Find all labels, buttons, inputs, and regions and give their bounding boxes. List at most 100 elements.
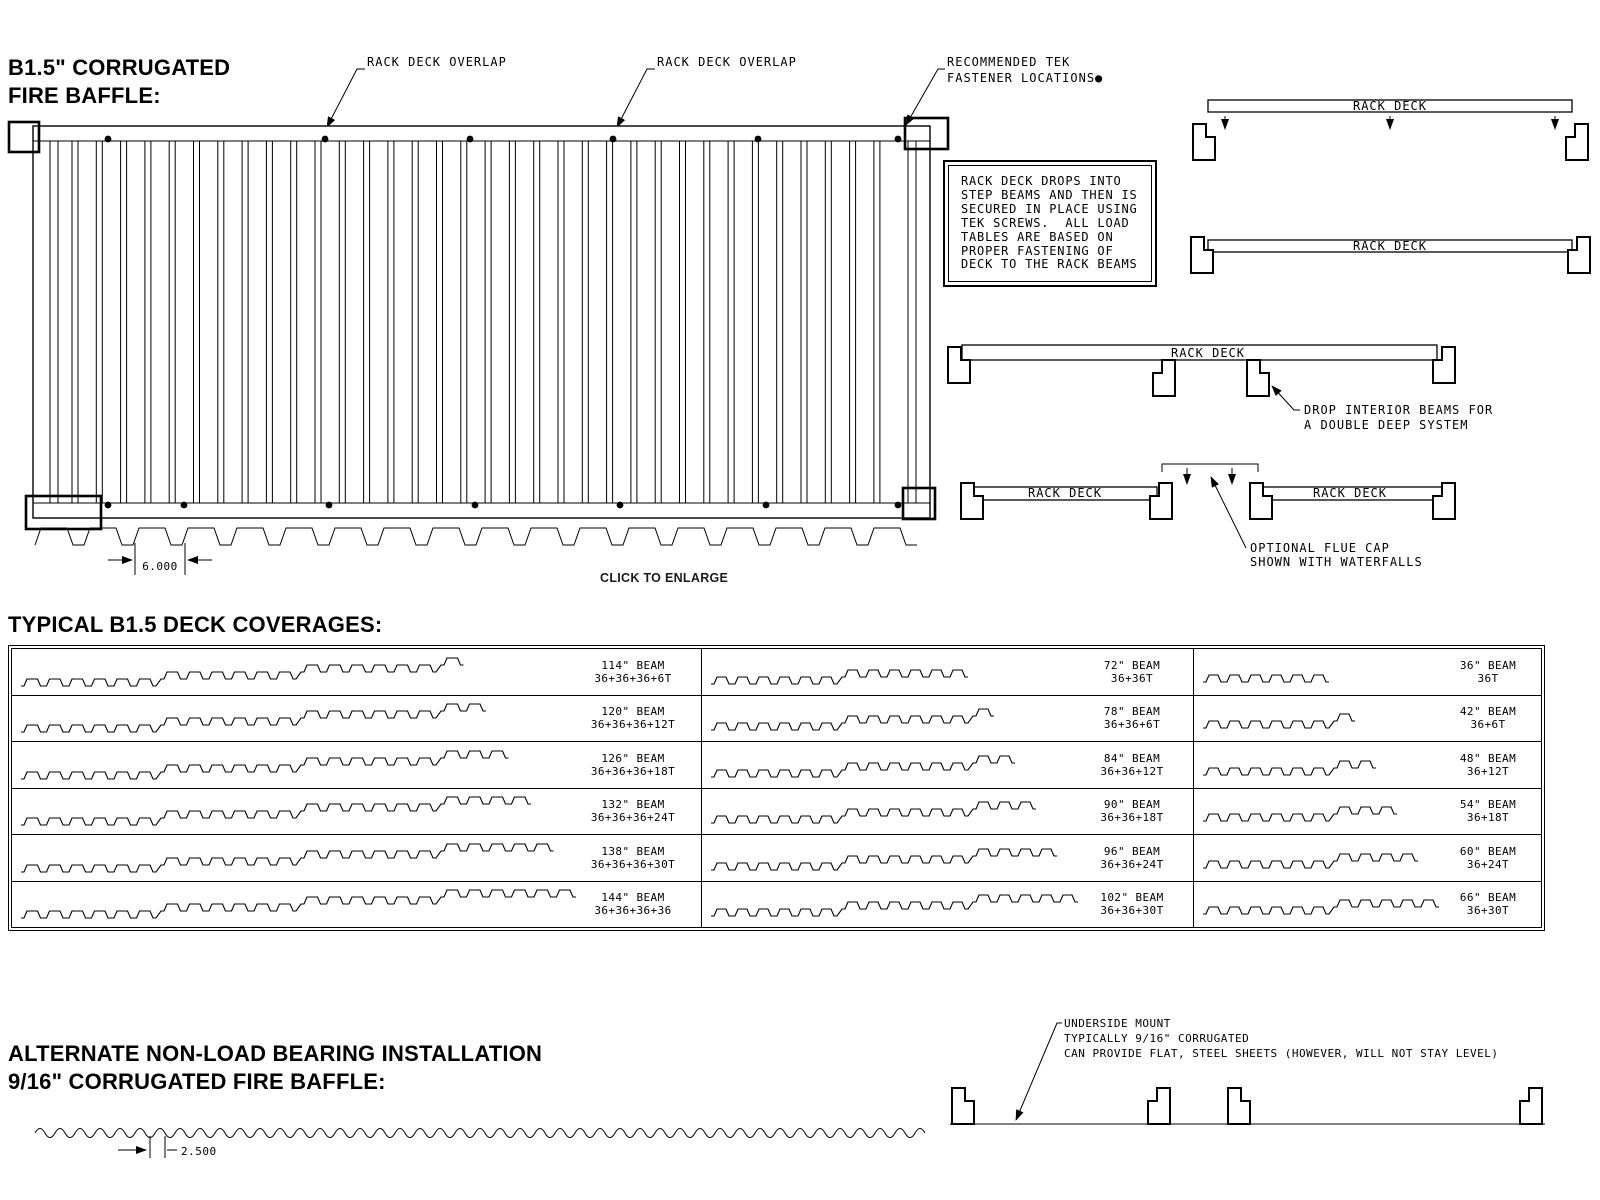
tek-fastener-dot [471,501,479,509]
beam-size: 42" BEAM [1459,705,1517,719]
step-beam [1432,346,1456,384]
deck-panel-outline [32,125,931,519]
deck-overlap-ribs [49,141,917,503]
rack-deck-label-5: RACK DECK [1313,486,1387,500]
rack-deck-label-1: RACK DECK [1353,99,1427,113]
leader-overlap-2 [616,68,655,128]
flue-note-line2: SHOWN WITH WATERFALLS [1250,555,1423,569]
deck-coverage-profile [21,749,509,780]
alternate-install-title-line2: 9/16" CORRUGATED FIRE BAFFLE: [8,1069,386,1094]
coverage-formula: 36+36T [1110,671,1154,685]
deck-coverage-profile [21,656,464,687]
underside-note-line2: TYPICALLY 9/16" CORRUGATED [1064,1032,1249,1045]
tek-fastener-dot [609,135,617,143]
coverage-formula: 36+36+12T [1100,764,1164,778]
tek-fastener-dot [104,135,112,143]
drop-beams-note-line2: A DOUBLE DEEP SYSTEM [1304,418,1469,432]
step-beam [951,1087,975,1125]
drop-beams-note-line1: DROP INTERIOR BEAMS FOR [1304,403,1493,417]
underside-note-line1: UNDERSIDE MOUNT [1064,1017,1171,1030]
coverage-formula: 36+18T [1466,811,1510,825]
corner-tab-bottom-left [24,494,103,531]
step-beam [1565,123,1589,161]
deck-coverage-profile [1203,759,1376,776]
rack-deck-label-4: RACK DECK [1028,486,1102,500]
coverage-formula: 36+30T [1466,904,1510,918]
coverage-formula: 36+36+24T [1100,857,1164,871]
coverage-formula: 36T [1477,671,1499,685]
deck-profile-section [34,527,917,546]
click-to-enlarge-link[interactable]: CLICK TO ENLARGE [600,571,729,585]
tek-fastener-dot [616,501,624,509]
beam-size: 114" BEAM [601,658,665,672]
leader-overlap-1 [326,68,365,128]
step-beam [947,346,971,384]
alternate-install-title-line1: ALTERNATE NON-LOAD BEARING INSTALLATION [8,1041,543,1066]
flue-cap [1161,463,1259,472]
step-beam [1192,123,1216,161]
deck-coverage-profile [711,847,1057,871]
beam-size: 96" BEAM [1103,844,1161,858]
leader-flue-cap [1210,476,1247,549]
note-box: RACK DECK DROPS INTO STEP BEAMS AND THEN… [943,160,1157,287]
fire-baffle-plan-drawing[interactable]: RACK DECK OVERLAP RACK DECK OVERLAP RECO… [0,40,1160,600]
alternate-install-title: ALTERNATE NON-LOAD BEARING INSTALLATION … [8,1040,542,1096]
rack-deck-bar [1207,99,1573,113]
coverage-formula: 36+36+6T [1103,718,1161,732]
rack-deck-label-3: RACK DECK [1171,346,1245,360]
rack-deck-overlap-label-1: RACK DECK OVERLAP [367,55,507,69]
rack-deck-diagrams: RACK DECK RACK DECK RACK DECK DROP INTER… [947,99,1591,569]
tek-fastener-dot [325,501,333,509]
interior-drop-beam [1246,359,1270,397]
nine-sixteenths-corrugation-wave [34,1128,926,1138]
coverage-formula: 36+12T [1466,764,1510,778]
deck-coverage-profile [1203,713,1355,729]
deck-coverage-profile [21,889,576,919]
coverage-formula: 36+36+36+18T [590,764,676,778]
beam-size: 72" BEAM [1103,658,1161,672]
tek-fastener-dot [894,135,902,143]
coverage-formula: 36+36+36+12T [590,718,676,732]
tek-fastener-dot [104,501,112,509]
beam-size: 138" BEAM [601,844,665,858]
beam-size: 90" BEAM [1103,798,1161,812]
dim-ticks-6in [134,543,186,575]
leader-drop-beams [1271,385,1300,411]
corner-tab-top-right [903,116,950,151]
deck-corrugation-ribs [71,141,881,503]
step-beam [1147,1087,1171,1125]
page-title: B1.5" CORRUGATED FIRE BAFFLE: [8,54,230,110]
step-beam [1190,236,1214,274]
step-beam [1432,482,1456,520]
deck-coverage-profile [711,894,1078,917]
deck-coverage-profile [1203,673,1329,683]
flue-note-line1: OPTIONAL FLUE CAP [1250,541,1390,555]
deck-coverage-profile [21,703,486,733]
deck-coverage-profile [21,796,531,826]
underside-note-line3: CAN PROVIDE FLAT, STEEL SHEETS (HOWEVER,… [1064,1047,1498,1060]
step-beam [960,482,984,520]
